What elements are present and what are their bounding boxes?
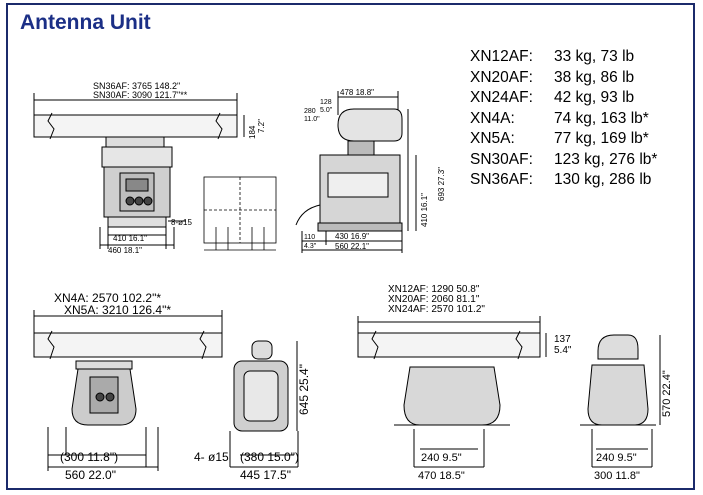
height-570-label: 570 22.4" [661, 370, 673, 417]
height-137-label: 137 [554, 334, 571, 345]
weight-row: XN4A: 74 kg, 163 lb* [470, 109, 657, 130]
height-645-label: 645 25.4" [297, 364, 311, 415]
model-weight: 33 kg, 73 lb [554, 48, 635, 65]
dim-560b-label: 560 22.0" [65, 468, 116, 482]
mounting-plan-drawing [203, 176, 277, 251]
dim-240a-label: 240 9.5" [421, 452, 462, 464]
width-410-label: 410 16.1" [113, 234, 147, 243]
model-weight: 130 kg, 286 lb [554, 171, 652, 188]
xn4a-length-label: XN4A: 2570 102.2"* [54, 291, 161, 305]
dim-300b-label: 300 11.8" [594, 470, 640, 482]
xn5a-length-label: XN5A: 3210 126.4"* [64, 303, 171, 317]
xn20-length-label: XN20AF: 2060 81.1" [388, 294, 480, 305]
dim-50-label: 5.0" [320, 107, 333, 114]
xn4a-side-drawing [229, 340, 299, 468]
model-weight: 38 kg, 86 lb [554, 68, 635, 86]
dim-110-label: 110 [304, 234, 315, 241]
weight-row: SN30AF: 123 kg, 276 lb* [470, 150, 657, 171]
xn4a-front-drawing [33, 310, 223, 471]
model-weight: 74 kg, 163 lb* [554, 109, 649, 127]
dim-478-label: 478 18.8" [340, 88, 374, 97]
dim-128-label: 128 [320, 99, 332, 106]
bolt-4-label: 4- ø15 [194, 450, 229, 464]
bolt-label: 8-ø15 [171, 218, 192, 227]
height-72-label: 7.2" [257, 119, 266, 133]
weight-row: XN5A: 77 kg, 169 lb* [470, 129, 657, 150]
dim-300-label: (300 11.8") [60, 450, 118, 464]
weight-row: XN24AF: 42 kg, 93 lb [470, 88, 657, 109]
page-frame: Antenna Unit XN12AF: 33 kg, 73 lb XN20AF:… [6, 3, 695, 490]
dim-380-label: (380 15.0") [240, 450, 299, 464]
height-184-label: 184 [248, 125, 257, 139]
weight-row: XN12AF: 33 kg, 73 lb [470, 47, 657, 68]
dim-445-label: 445 17.5" [240, 468, 291, 482]
dim-280-label: 280 [304, 108, 316, 115]
sn-side-drawing [295, 91, 417, 253]
height-54-label: 5.4" [554, 345, 572, 356]
model-name: XN24AF: [470, 89, 533, 106]
model-weight: 42 kg, 93 lb [554, 89, 635, 106]
model-name: XN20AF: [470, 68, 533, 86]
dim-470-label: 470 18.5" [418, 470, 465, 482]
weight-row: SN36AF: 130 kg, 286 lb [470, 170, 657, 191]
model-name: XN4A: [470, 109, 515, 127]
model-name: SN30AF: [470, 150, 533, 168]
dim-110a-label: 11.0" [304, 116, 320, 123]
xn-af-front-drawing [357, 316, 547, 468]
model-name: XN5A: [470, 130, 515, 147]
model-name: XN12AF: [470, 48, 533, 65]
sn-front-drawing: SN36AF: 3765 148.2" SN30AF: 3090 121.7"*… [33, 81, 673, 482]
model-weight: 77 kg, 169 lb* [554, 130, 649, 147]
sn36-length-label: SN36AF: 3765 148.2" [93, 81, 180, 91]
width-460-label: 460 18.1" [108, 246, 142, 255]
model-name: SN36AF: [470, 171, 533, 188]
weight-row: XN20AF: 38 kg, 86 lb [470, 68, 657, 89]
xn12-length-label: XN12AF: 1290 50.8" [388, 284, 480, 295]
dim-560-label: 560 22.1" [335, 242, 369, 251]
dim-240b-label: 240 9.5" [596, 452, 637, 464]
dim-693-label: 693 27.3" [437, 167, 446, 201]
model-weight: 123 kg, 276 lb* [554, 150, 658, 168]
xn-af-side-drawing [580, 334, 661, 468]
weight-list: XN12AF:33 kg, 73 lb XN20AF:38 kg, 86 lb … [470, 47, 657, 191]
xn24-length-label: XN24AF: 2570 101.2" [388, 304, 485, 315]
page-title: Antenna Unit [20, 11, 151, 34]
dim-430-label: 430 16.9" [335, 232, 369, 241]
dim-43-label: 4.3" [304, 243, 317, 250]
dim-410-label: 410 16.1" [420, 193, 429, 227]
sn30-length-label: SN30AF: 3090 121.7"** [93, 90, 188, 100]
